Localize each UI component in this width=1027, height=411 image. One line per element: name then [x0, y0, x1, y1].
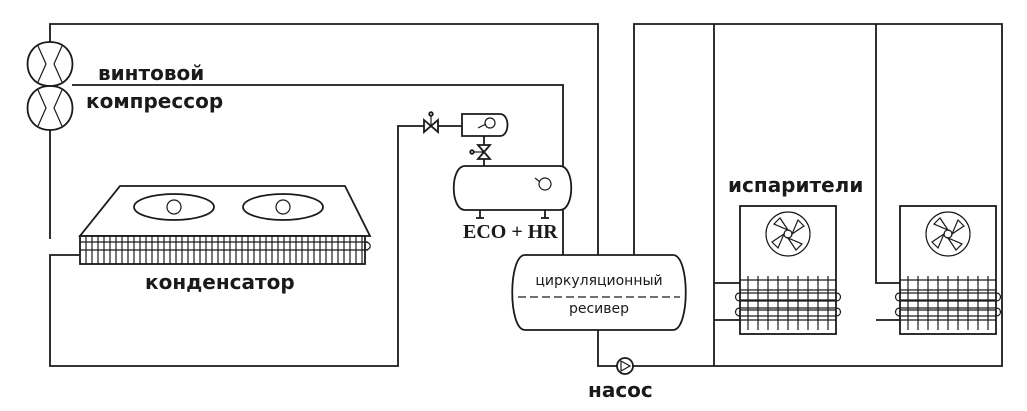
- pipe-suction-line: [72, 84, 564, 292]
- compressor-upper-lobe: [26, 41, 74, 87]
- screw-compressor: [26, 41, 74, 131]
- eco-vessel-body: [452, 165, 573, 211]
- evaporator-2-fan-icon: [931, 217, 965, 251]
- receiver-label-line2: ресивер: [569, 301, 629, 317]
- condenser-fan-2-hub: [275, 199, 291, 215]
- evaporator-1: [734, 205, 842, 335]
- evaporator-2-tube-bottom: [894, 307, 1002, 317]
- evaporator-2-tube-top: [894, 292, 1002, 302]
- evaporator-2-fan-ring: [925, 211, 971, 257]
- receiver-label-line1: циркуляционный: [535, 273, 662, 289]
- evaporator-1-tube-top: [734, 292, 842, 302]
- evaporator-1-tube-bottom: [734, 307, 842, 317]
- valve-vertical-handle: [469, 149, 475, 155]
- pipe-evap2-top-feed: [875, 24, 900, 284]
- condenser-label: конденсатор: [145, 270, 295, 294]
- compressor-rotor-lower: [37, 89, 63, 127]
- pump-label: насос: [588, 378, 653, 402]
- eco-vessel-gauge: [538, 177, 552, 191]
- pipe-compressor-top: [49, 23, 599, 255]
- evaporator-1-coil-grid: [740, 276, 836, 330]
- evaporators-label: испарители: [728, 173, 863, 197]
- receiver-body: [511, 254, 687, 331]
- evaporator-2: [894, 205, 1002, 335]
- condenser: [78, 185, 372, 265]
- expansion-valve: [423, 111, 439, 134]
- pump: [616, 357, 634, 375]
- compressor-label-line2: компрессор: [86, 89, 223, 113]
- pipe-pump-out: [633, 23, 1003, 367]
- eco-hr-label: ECO + HR: [463, 221, 558, 243]
- condenser-fan-2: [242, 193, 324, 221]
- pump-arrow-icon: [620, 359, 632, 373]
- circulation-receiver: [511, 254, 687, 331]
- evaporator-1-fan-ring: [765, 211, 811, 257]
- pipe-receiver-pump: [597, 330, 617, 367]
- evaporator-1-fan-icon: [771, 217, 805, 251]
- compressor-rotor-upper: [37, 45, 63, 83]
- evaporator-2-coil-grid: [900, 276, 996, 330]
- eco-vessel-gauge-arm: [534, 177, 541, 183]
- pipe-condenser-liquid: [49, 125, 424, 367]
- small-vessel-float-gauge: [484, 117, 496, 129]
- condenser-fan-1: [133, 193, 215, 221]
- condenser-return-bend: [364, 241, 371, 251]
- compressor-label-line1: винтовой: [98, 61, 204, 85]
- eco-hr-vessel: [452, 165, 573, 219]
- condenser-fan-1-hub: [166, 199, 182, 215]
- vertical-valve: [469, 144, 492, 160]
- compressor-lower-lobe: [26, 85, 74, 131]
- condenser-fan-housing: [78, 185, 372, 237]
- condenser-housing-left-edge: [79, 185, 121, 237]
- small-vessel: [461, 113, 509, 137]
- piping: [49, 23, 1003, 367]
- small-vessel-gauge-arm: [477, 123, 487, 129]
- valve-handle: [428, 111, 434, 117]
